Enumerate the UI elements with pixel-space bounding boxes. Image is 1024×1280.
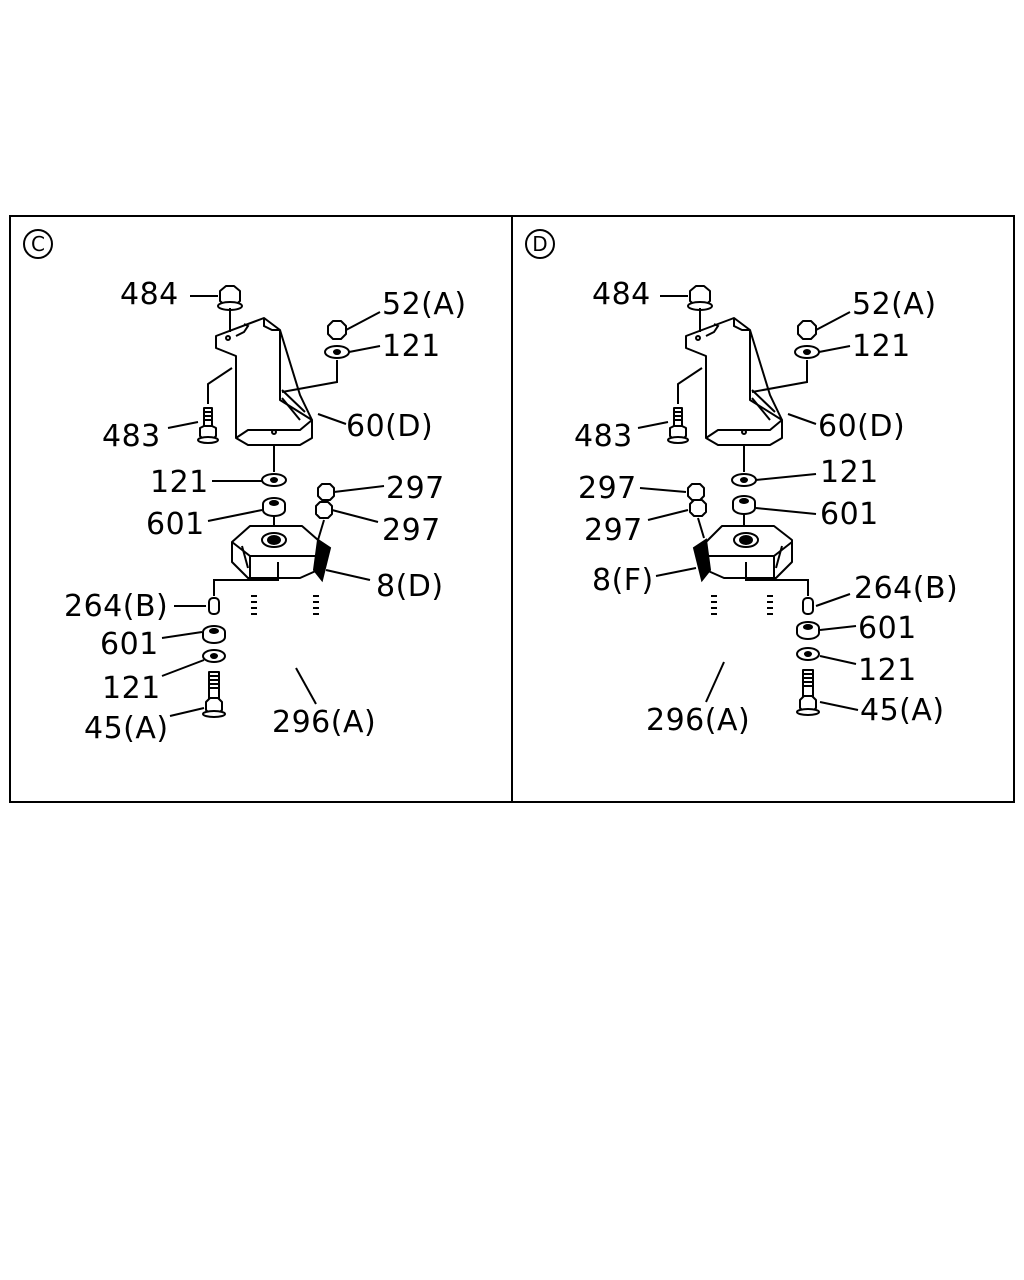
- panel-d: D: [525, 229, 958, 738]
- callout-60d: 60(D): [346, 409, 433, 444]
- nut-52a: [797, 320, 817, 340]
- callout-297-upper: 297: [578, 471, 637, 506]
- u-bolt-296a: [713, 594, 771, 666]
- callout-8f: 8(F): [592, 563, 654, 598]
- callout-121-mid: 121: [820, 455, 879, 490]
- callout-297-lower: 297: [382, 513, 441, 548]
- panel-c-letter: C: [31, 232, 45, 256]
- callout-296a: 296(A): [272, 705, 376, 740]
- callout-601-upper: 601: [820, 497, 879, 532]
- mount-block-8f: [705, 525, 793, 579]
- callout-45a: 45(A): [84, 711, 169, 746]
- callout-483: 483: [102, 419, 161, 454]
- callout-45a: 45(A): [860, 693, 945, 728]
- nut-297-upper: [687, 483, 705, 501]
- panel-c-marker: [23, 229, 53, 259]
- callout-601-lower: 601: [858, 611, 917, 646]
- callout-121-lower: 121: [858, 653, 917, 688]
- callout-264b: 264(B): [64, 589, 168, 624]
- nut-297-lower: [315, 501, 333, 519]
- callout-264b: 264(B): [854, 571, 958, 606]
- panel-d-marker: [525, 229, 555, 259]
- nut-52a: [327, 320, 347, 340]
- bracket-60d: [685, 317, 783, 446]
- callout-484: 484: [592, 277, 651, 312]
- callout-297-lower: 297: [584, 513, 643, 548]
- pin-264b: [208, 597, 220, 615]
- pin-264b: [802, 597, 814, 615]
- callout-52a: 52(A): [382, 287, 467, 322]
- callout-121-upper: 121: [382, 329, 441, 364]
- callout-601-lower: 601: [100, 627, 159, 662]
- bracket-60d: [215, 317, 313, 446]
- callout-60d: 60(D): [818, 409, 905, 444]
- callout-8d: 8(D): [376, 569, 444, 604]
- nut-297-lower: [689, 499, 707, 517]
- callout-601-upper: 601: [146, 507, 205, 542]
- callout-121-upper: 121: [852, 329, 911, 364]
- u-bolt-296a: [253, 594, 317, 674]
- callout-296a: 296(A): [646, 703, 750, 738]
- panel-d-letter: D: [532, 232, 547, 256]
- callout-483: 483: [574, 419, 633, 454]
- panel-c: C: [23, 229, 467, 746]
- nut-297-upper: [317, 483, 335, 501]
- callout-121-lower: 121: [102, 671, 161, 706]
- callout-484: 484: [120, 277, 179, 312]
- callout-52a: 52(A): [852, 287, 937, 322]
- callout-297-upper: 297: [386, 471, 445, 506]
- callout-121-mid: 121: [150, 465, 209, 500]
